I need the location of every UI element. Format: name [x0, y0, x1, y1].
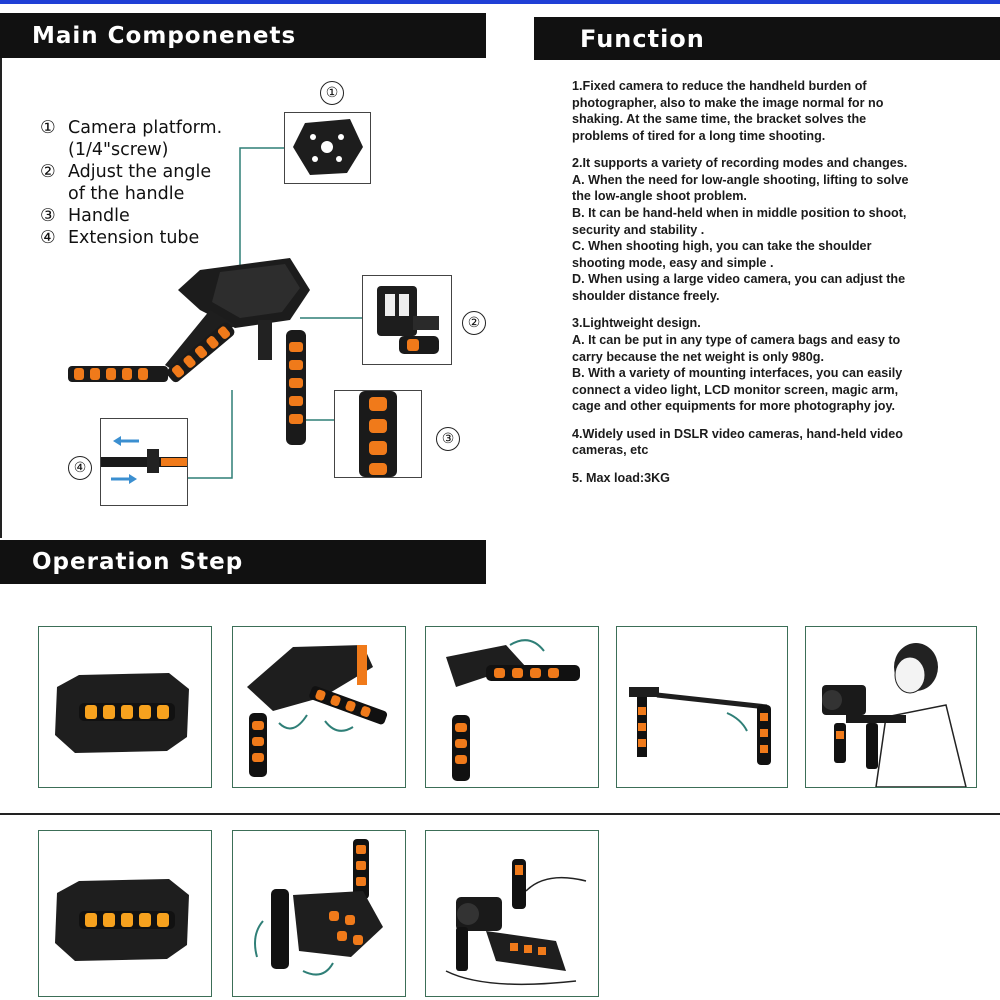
step-5-person-shoulder-mount-image	[805, 626, 977, 788]
function-description: 1.Fixed camera to reduce the handheld bu…	[572, 78, 972, 497]
main-components-heading: Main Componenets	[0, 13, 486, 58]
shoulder-rig-image	[68, 258, 310, 445]
main-components-title: Main Componenets	[32, 22, 297, 49]
left-border-line	[0, 58, 2, 538]
callout-4-marker: ④	[68, 456, 92, 480]
function-paragraph-1: 1.Fixed camera to reduce the handheld bu…	[572, 79, 884, 143]
callout-2-marker: ②	[462, 311, 486, 335]
function-title: Function	[580, 24, 705, 53]
legend-item-1-sub: (1/4"screw)	[68, 140, 169, 160]
extension-tube-detail	[100, 418, 188, 506]
function-paragraph-2: 2.It supports a variety of recording mod…	[572, 156, 909, 303]
function-paragraph-3: 3.Lightweight design. A. It can be put i…	[572, 316, 903, 414]
step-7-raise-handles-image	[232, 830, 406, 997]
operation-step-heading: Operation Step	[0, 540, 486, 584]
step-6-folded-rig-image	[38, 830, 212, 997]
callout-lines	[188, 147, 362, 479]
camera-platform-detail	[284, 112, 371, 184]
step-3-rotate-arm-image	[425, 626, 599, 788]
legend-item-2-sub: of the handle	[68, 184, 185, 204]
function-paragraph-4: 4.Widely used in DSLR video cameras, han…	[572, 426, 903, 458]
angle-adjust-detail	[362, 275, 452, 365]
step-2-unfold-image	[232, 626, 406, 788]
function-heading: Function	[534, 17, 1000, 60]
top-accent-bar	[0, 0, 1000, 4]
function-paragraph-5: 5. Max load:3KG	[572, 470, 670, 485]
section-divider	[0, 813, 1000, 815]
step-8-hand-held-mode-image	[425, 830, 599, 997]
callout-3-marker: ③	[436, 427, 460, 451]
step-1-folded-rig-image	[38, 626, 212, 788]
operation-step-title: Operation Step	[32, 549, 244, 575]
handle-detail	[334, 390, 422, 478]
step-4-extended-rig-image	[616, 626, 788, 788]
callout-1-marker: ①	[320, 81, 344, 105]
